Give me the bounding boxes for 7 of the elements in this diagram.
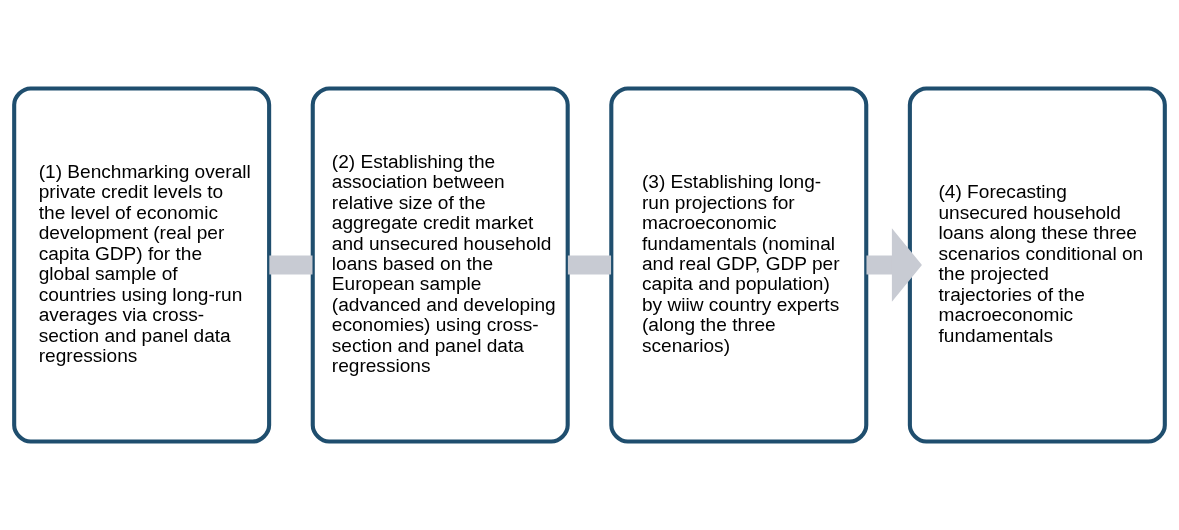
node-box: (2) Establishing the association between relative size of the aggregate credit market and unsecured household loans based on the European sample (advanced and developing economies) using cross-section and panel data regressions <box>310 86 570 444</box>
arrow <box>866 228 922 302</box>
connector <box>567 255 612 275</box>
connector <box>269 255 313 275</box>
node-box: (4) Forecasting unsecured household loans along these three scenarios conditional on the projected trajectories of the macroeconomic fundamentals <box>907 86 1167 444</box>
node-box: (1) Benchmarking overall private credit levels to the level of economic development (real per capita GDP) for the global sample of countries using long-run averages via cross-section and panel data regressions <box>12 86 272 444</box>
node-box: (3) Establishing long-run projections for macroeconomic fundamentals (nominal and real GDP, GDP per capita and population) by wiiw country experts (along the three scenarios) <box>609 86 869 444</box>
